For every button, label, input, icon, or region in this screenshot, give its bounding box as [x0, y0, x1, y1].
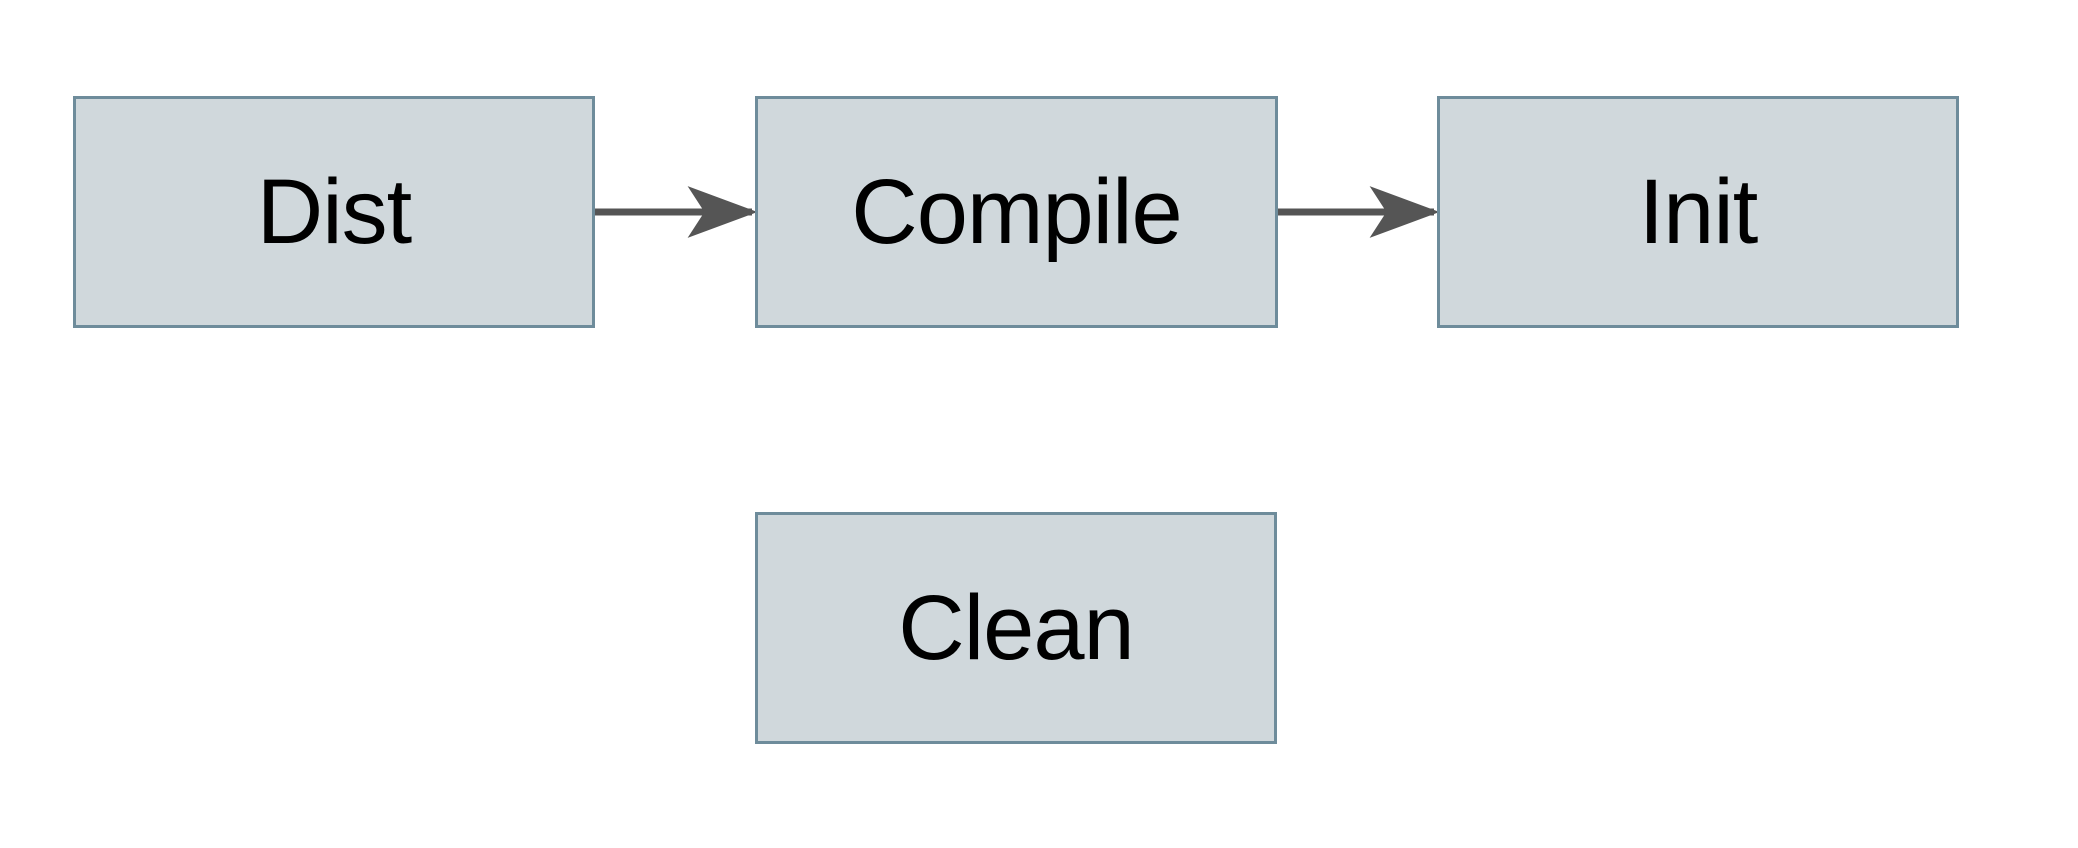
node-clean-label: Clean — [898, 577, 1134, 679]
node-init-label: Init — [1638, 161, 1759, 263]
node-clean[interactable]: Clean — [755, 512, 1277, 744]
node-compile-label: Compile — [851, 161, 1182, 263]
node-dist[interactable]: Dist — [73, 96, 595, 328]
node-dist-label: Dist — [256, 161, 412, 263]
node-compile[interactable]: Compile — [755, 96, 1278, 328]
node-init[interactable]: Init — [1437, 96, 1959, 328]
